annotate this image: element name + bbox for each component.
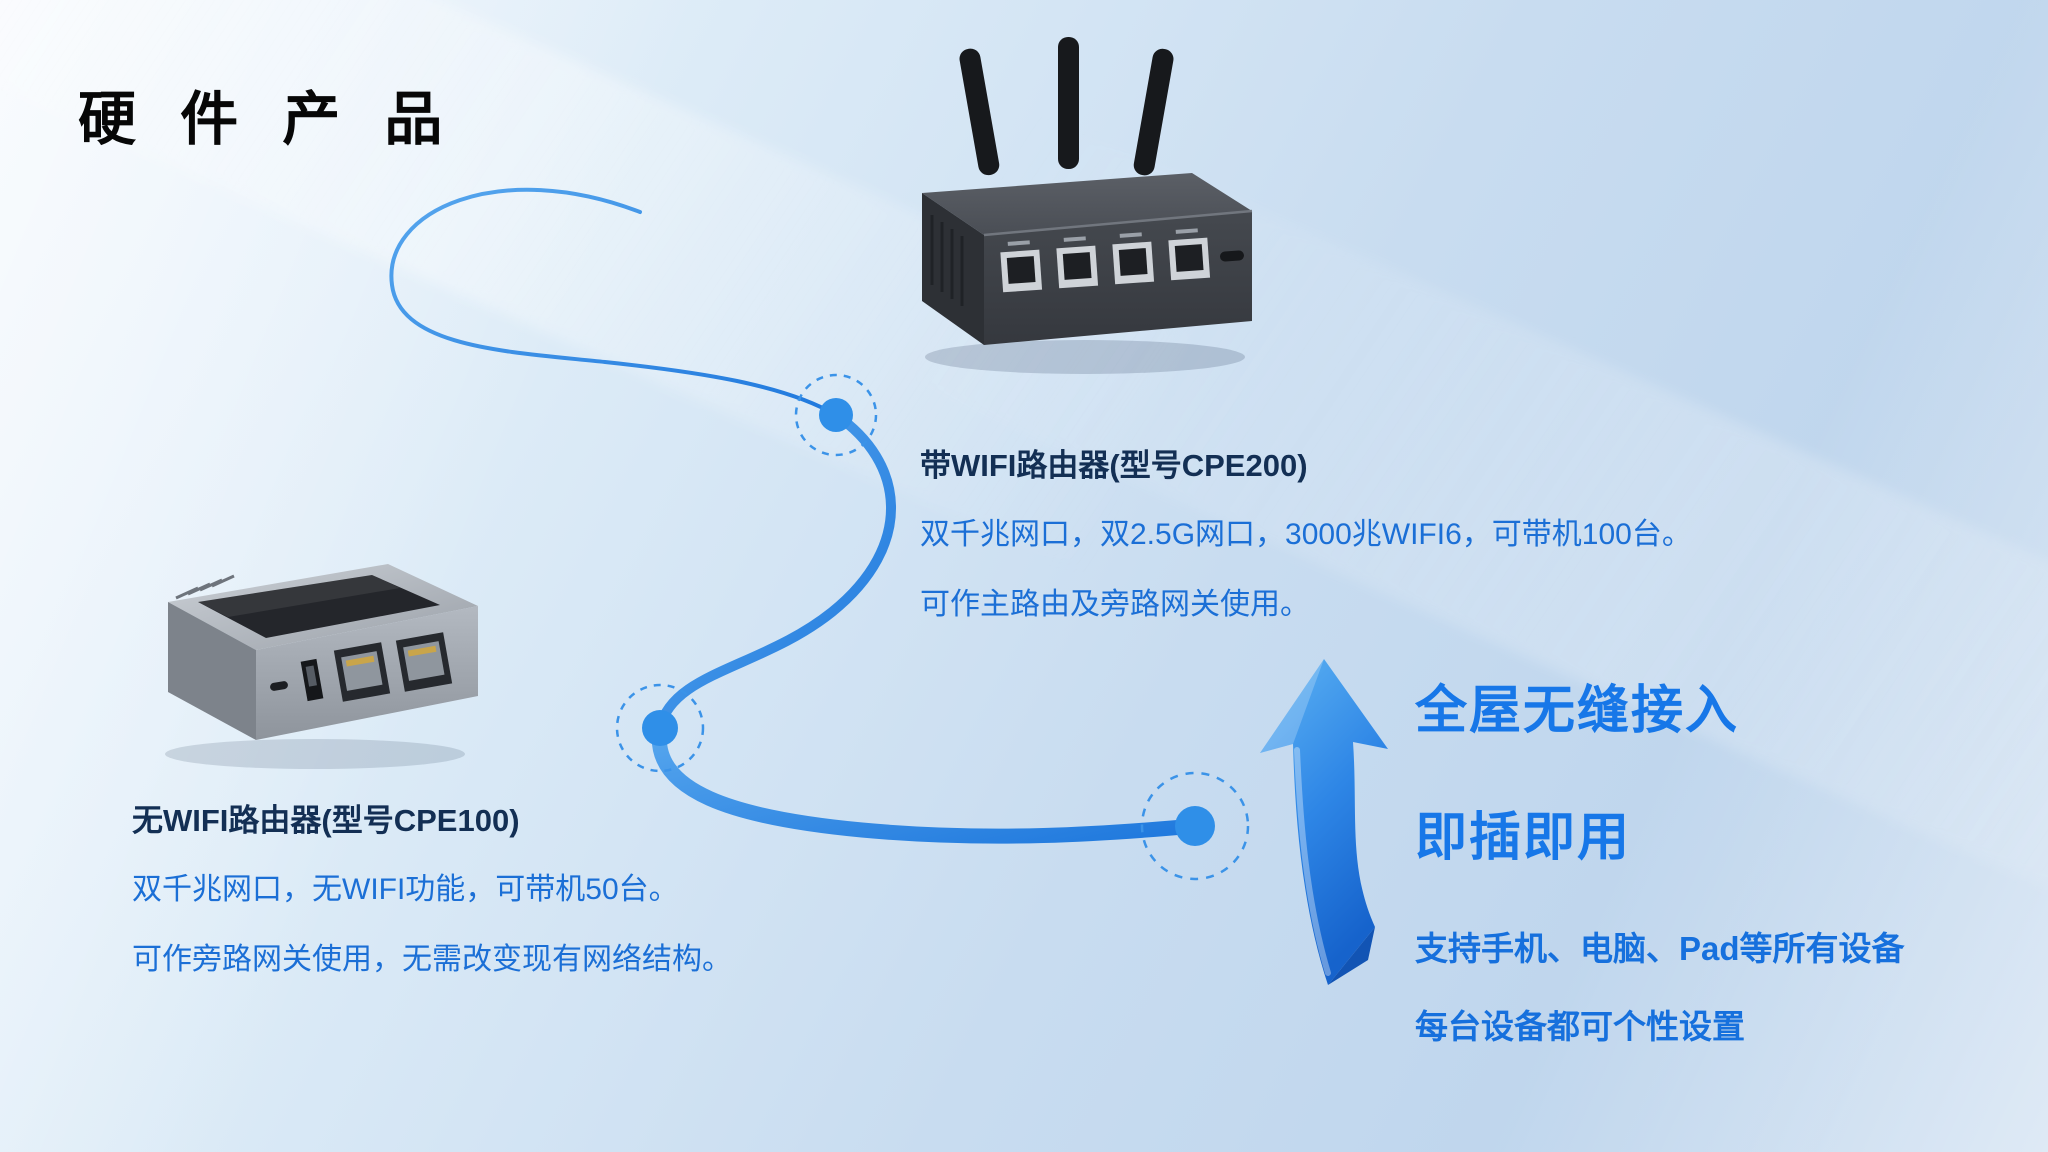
cpe100-spec-line-1: 双千兆网口，无WIFI功能，可带机50台。 [132,873,679,906]
connector-node-2 [615,683,705,773]
connector-thin-segment [389,187,838,417]
cpe100-shadow [165,739,465,769]
page-title: 硬 件 产 品 [78,87,457,152]
cpe200-usbc-port [1220,250,1244,262]
cpe200-spec-line-2: 可作主路由及旁路网关使用。 [920,588,1310,621]
cpe100-usb-port [300,658,324,702]
cpe200-antennas [959,37,1174,176]
cpe200-spec-line-1: 双千兆网口，双2.5G网口，3000兆WIFI6，可带机100台。 [920,518,1692,551]
highlight-headline-2: 即插即用 [1415,809,1632,867]
cpe100-spec-line-2: 可作旁路网关使用，无需改变现有网络结构。 [132,943,732,976]
highlight-subline-2: 每台设备都可个性设置 [1415,1008,1745,1045]
cpe100-usbc-port [270,681,288,691]
up-arrow-graphic [1260,659,1388,985]
cpe100-chassis [168,564,478,740]
highlight-headline-1: 全屋无缝接入 [1415,682,1740,740]
cpe200-shadow [925,340,1245,374]
highlights-block: 全屋无缝接入 即插即用 支持手机、电脑、Pad等所有设备 每台设备都可个性设置 [1415,668,1905,1078]
cpe100-product-image [165,564,478,769]
connector-mid-segment [655,410,896,733]
cpe200-info-block: 带WIFI路由器(型号CPE200) 双千兆网口，双2.5G网口，3000兆WI… [920,440,1692,649]
connector-node-1 [794,373,878,457]
cpe100-product-name: 无WIFI路由器(型号CPE100) [132,803,520,838]
cpe100-info-block: 无WIFI路由器(型号CPE100) 双千兆网口，无WIFI功能，可带机50台。… [132,795,732,1004]
cpe200-chassis [922,173,1253,345]
cpe200-product-image [922,37,1253,374]
cpe200-ethernet-ports [1000,228,1211,293]
highlight-subline-1: 支持手机、电脑、Pad等所有设备 [1415,930,1905,967]
connector-low-segment [651,720,1203,844]
cpe200-product-name: 带WIFI路由器(型号CPE200) [920,448,1308,483]
connector-node-3 [1140,771,1250,881]
cpe100-ethernet-ports [333,632,453,702]
